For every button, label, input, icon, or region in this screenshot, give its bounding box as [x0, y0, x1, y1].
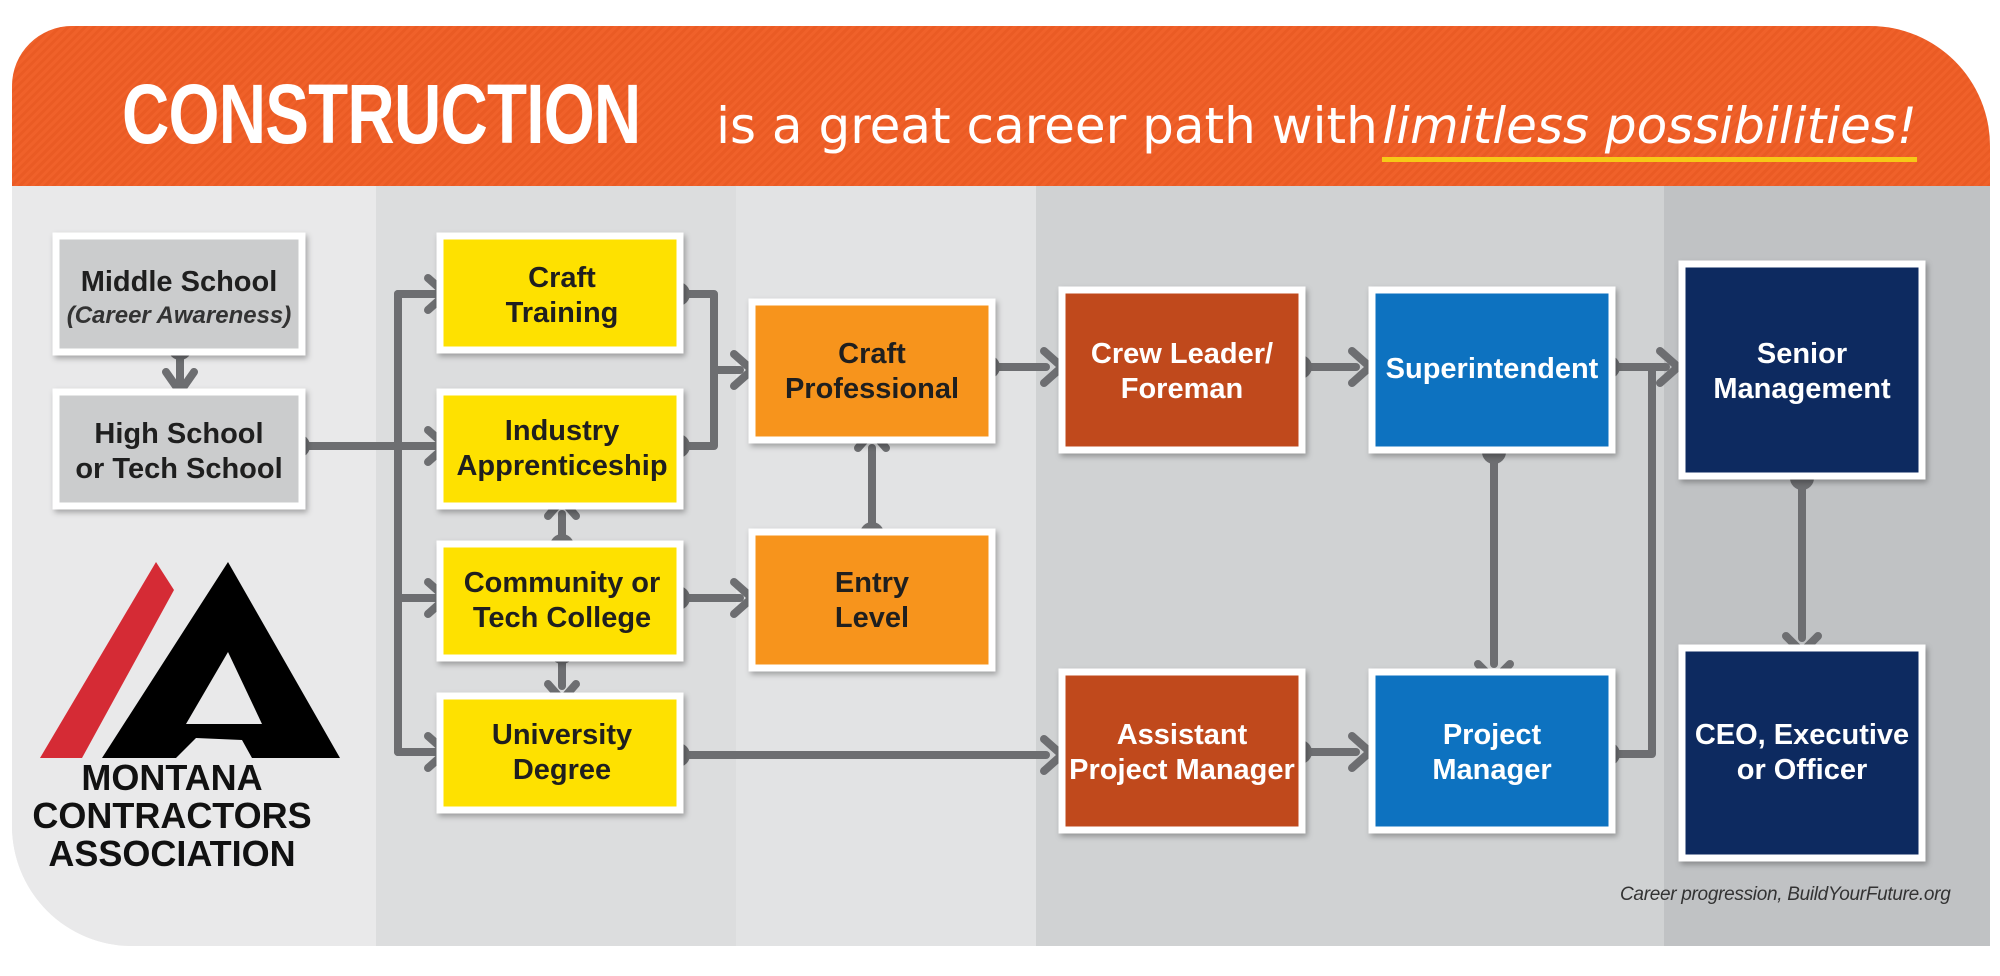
university-degree-line2: Degree	[513, 754, 611, 786]
industry-apprenticeship-line1: Industry	[505, 415, 619, 447]
craft-professional-line2: Professional	[785, 373, 959, 405]
middle-school-title: Middle School	[81, 266, 278, 298]
box-community-college: Community or Tech College	[436, 540, 684, 662]
community-college-line1: Community or	[464, 567, 661, 599]
project-manager-line2: Manager	[1432, 754, 1551, 786]
crew-leader-line1: Crew Leader/	[1091, 338, 1273, 370]
ceo-line1: CEO, Executive	[1695, 719, 1909, 751]
credit-caption: Career progression, BuildYourFuture.org	[1620, 884, 1951, 905]
box-assistant-project-manager: Assistant Project Manager	[1058, 668, 1306, 834]
senior-management-line2: Management	[1713, 373, 1891, 405]
box-crew-leader: Crew Leader/ Foreman	[1058, 286, 1306, 454]
entry-level-line1: Entry	[835, 567, 909, 599]
superintendent-label: Superintendent	[1386, 353, 1599, 385]
box-university-degree: University Degree	[436, 692, 684, 814]
high-school-line1: High School	[94, 418, 263, 450]
box-high-school: High School or Tech School	[52, 388, 306, 510]
ceo-line2: or Officer	[1737, 754, 1868, 786]
assistant-pm-line1: Assistant	[1117, 719, 1248, 751]
arrowhead	[1656, 347, 1682, 387]
project-manager-line1: Project	[1443, 719, 1542, 751]
connector-craft-training-to-professional	[674, 290, 744, 374]
connector-pm-to-senior	[1604, 363, 1656, 758]
box-project-manager: Project Manager	[1368, 668, 1616, 834]
connectors	[176, 290, 1806, 759]
box-middle-school: Middle School (Career Awareness)	[52, 232, 306, 356]
logo-inner-cut	[186, 652, 262, 724]
montana-contractors-logo: MONTANA CONTRACTORS ASSOCIATION	[32, 562, 340, 874]
entry-level-line2: Level	[835, 602, 909, 634]
box-senior-management: Senior Management	[1678, 260, 1926, 480]
craft-professional-line1: Craft	[838, 338, 906, 370]
box-ceo-executive: CEO, Executive or Officer	[1678, 644, 1926, 862]
box-industry-apprenticeship: Industry Apprenticeship	[436, 388, 684, 510]
logo-line1: MONTANA	[81, 757, 262, 798]
logo-line3: ASSOCIATION	[48, 833, 295, 874]
box-entry-level: Entry Level	[748, 528, 996, 672]
headline-emphasis: limitless possibilities!	[1382, 97, 1917, 162]
craft-training-line2: Training	[506, 297, 619, 329]
box-superintendent: Superintendent	[1368, 286, 1616, 454]
community-college-line2: Tech College	[473, 602, 651, 634]
headline-construction: CONSTRUCTION	[122, 67, 641, 161]
university-degree-line1: University	[492, 719, 632, 751]
senior-management-line1: Senior	[1757, 338, 1847, 370]
logo-line2: CONTRACTORS	[32, 795, 311, 836]
industry-apprenticeship-line2: Apprenticeship	[456, 450, 667, 482]
headline-phrase: is a great career path with	[716, 97, 1378, 155]
assistant-pm-line2: Project Manager	[1069, 754, 1295, 786]
box-craft-professional: Craft Professional	[748, 298, 996, 444]
middle-school-subtitle: (Career Awareness)	[67, 302, 292, 329]
header-banner: CONSTRUCTION is a great career path with…	[12, 26, 1990, 186]
logo-black-peak	[102, 562, 340, 758]
crew-leader-line2: Foreman	[1121, 373, 1243, 405]
logo-red-stripe	[40, 562, 174, 758]
high-school-line2: or Tech School	[75, 453, 282, 485]
box-craft-training: Craft Training	[436, 232, 684, 354]
headline: CONSTRUCTION is a great career path with…	[122, 66, 1917, 163]
craft-training-line1: Craft	[528, 262, 596, 294]
